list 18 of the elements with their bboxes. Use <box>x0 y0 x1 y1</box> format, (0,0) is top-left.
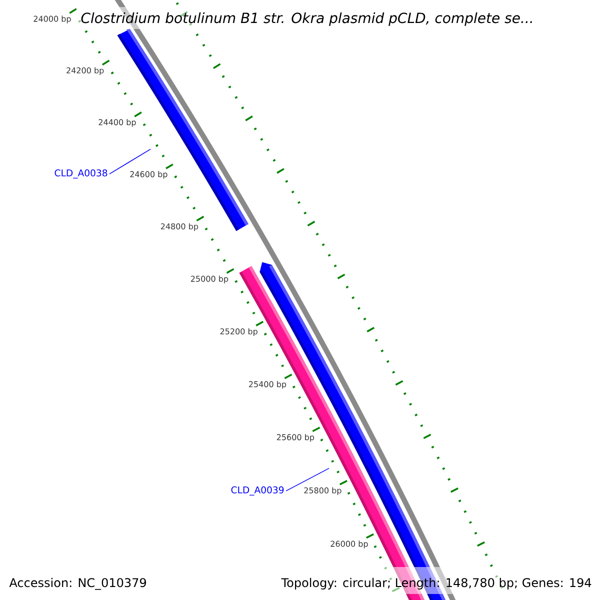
tick-label: 25000 bp <box>190 276 228 284</box>
tick-label: 25400 bp <box>248 381 286 389</box>
map-title: Clostridium botulinum B1 str. Okra plasmid pCLD, complete se... <box>81 12 532 26</box>
leader-line <box>109 148 151 174</box>
tick-label: 25800 bp <box>304 487 342 495</box>
tick-label: 25600 bp <box>276 434 314 442</box>
tick-label: 25200 bp <box>220 328 258 336</box>
footer-text: Topology: circular; Length: 148,780 bp; Genes: 194 <box>281 578 592 590</box>
tick-label: 24400 bp <box>98 119 136 127</box>
tick-label: 24000 bp <box>34 16 71 24</box>
gene-label: CLD_A0039 <box>231 486 284 496</box>
gene-label: CLD_A0038 <box>54 169 108 178</box>
footer-text: Accession: NC_010379 <box>9 578 146 590</box>
tick-label: 24200 bp <box>66 67 104 75</box>
tick-label: 26000 bp <box>330 540 368 548</box>
leader-line <box>286 468 330 492</box>
tick-label: 24600 bp <box>130 171 168 179</box>
tick-label: 24800 bp <box>160 223 198 231</box>
